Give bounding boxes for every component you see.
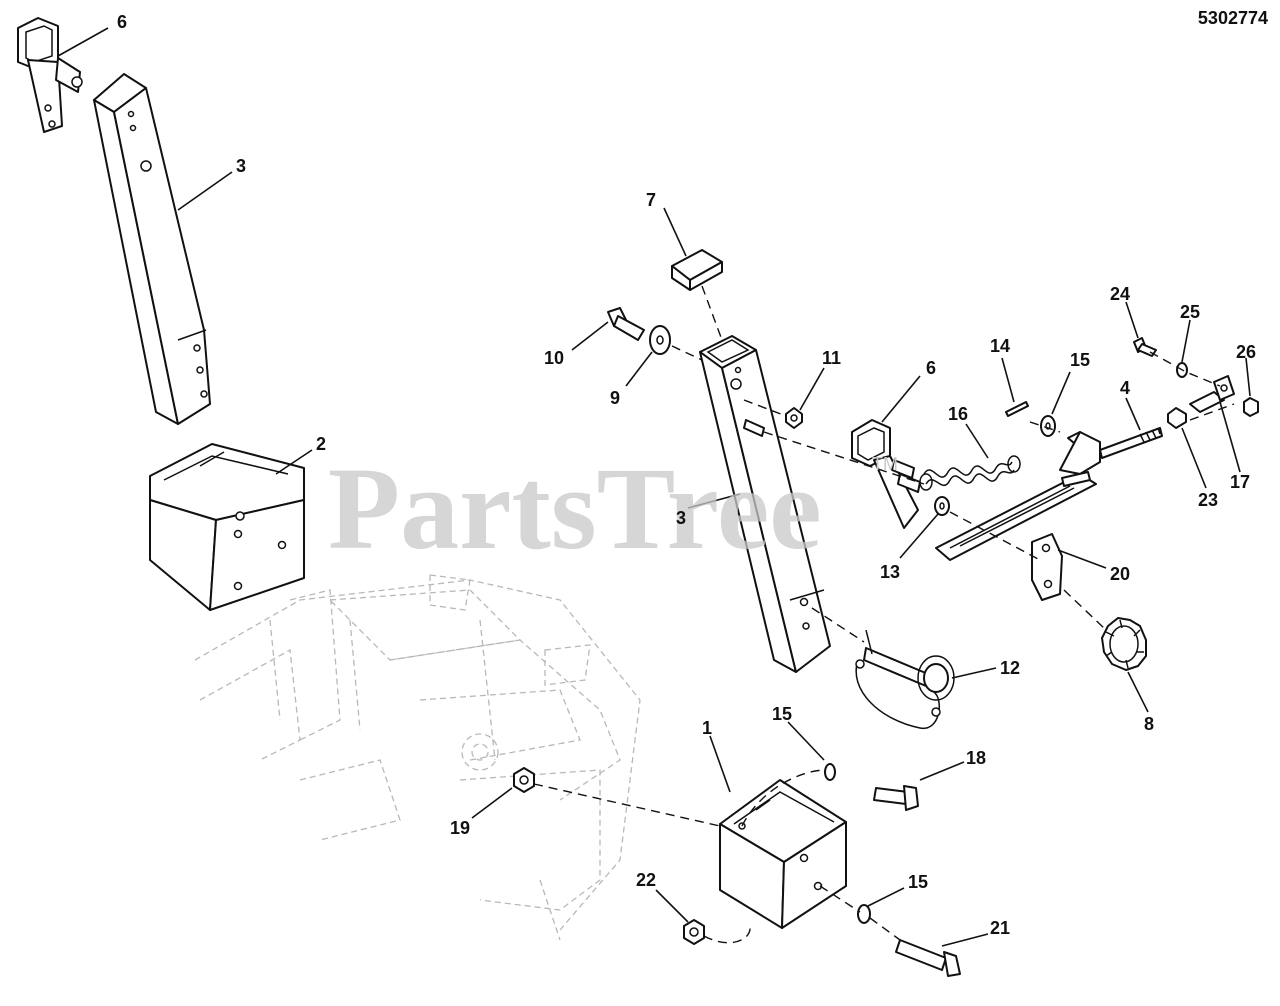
part-6-bracket-left: [17, 17, 83, 133]
part-22-nut: [683, 919, 705, 945]
callout-label: 16: [948, 404, 968, 424]
part-10-bolt: [607, 307, 645, 341]
callout-label: 22: [636, 870, 656, 890]
callout-label: 24: [1110, 284, 1130, 304]
callout-label: 12: [1000, 658, 1020, 678]
callout-label: 17: [1230, 472, 1250, 492]
callout-label: 4: [1120, 378, 1130, 398]
part-15-washer-bottom: [857, 904, 871, 924]
part-20-plate: [1031, 533, 1063, 601]
part-16-spring: [919, 455, 1021, 491]
callout-labels: 6 3 2 7 10 9 11 6 14 15 16 24 25 26 4 17…: [117, 12, 1256, 938]
part-1-hitch-box: [719, 779, 847, 929]
callout-label: 15: [1070, 350, 1090, 370]
watermark-trademark: TM: [872, 454, 898, 474]
callout-label: 20: [1110, 564, 1130, 584]
callout-label: 1: [702, 718, 712, 738]
part-2-mount-box: [149, 443, 305, 611]
watermark: PartsTree TM: [328, 443, 898, 574]
part-19-nut: [513, 767, 535, 793]
callout-label: 11: [822, 348, 841, 368]
part-13-washer: [934, 496, 950, 516]
callout-label: 15: [772, 704, 792, 724]
callout-label: 9: [610, 388, 620, 408]
callout-label: 13: [880, 562, 900, 582]
part-4-lever-rod: [935, 427, 1163, 561]
part-12-hitch-pin: [855, 629, 955, 729]
callout-leaders: [57, 27, 1251, 947]
part-17-swivel: [1189, 375, 1235, 413]
callout-label: 19: [450, 818, 470, 838]
part-9-washer: [649, 325, 671, 355]
part-18-bolt: [873, 785, 919, 811]
threaded-stud: [743, 419, 765, 437]
callout-label: 3: [676, 508, 686, 528]
callout-label: 18: [966, 748, 986, 768]
part-11-nut: [785, 407, 803, 429]
callout-label: 26: [1236, 342, 1256, 362]
callout-label: 15: [908, 872, 928, 892]
callout-label: 3: [236, 156, 246, 176]
part-21-bolt: [895, 939, 961, 977]
callout-label: 25: [1180, 302, 1200, 322]
part-26-nut: [1243, 397, 1259, 417]
callout-label: 8: [1144, 714, 1154, 734]
callout-label: 6: [117, 12, 127, 32]
part-15-washer-middle: [824, 763, 836, 781]
callout-label: 7: [646, 190, 656, 210]
callout-label: 14: [990, 336, 1010, 356]
assembly-dashed-lines: [533, 285, 1235, 944]
part-8-knob: [1101, 617, 1147, 671]
part-3-tube-left: [93, 73, 211, 425]
watermark-text: PartsTree: [328, 443, 822, 574]
part-14-cotter-pin: [1005, 401, 1029, 417]
callout-label: 21: [990, 918, 1010, 938]
part-23-nut: [1167, 407, 1187, 429]
part-15-washer-upper: [1040, 415, 1056, 437]
callout-label: 2: [316, 434, 326, 454]
part-7-tube-cap: [671, 249, 723, 291]
drawing-number: 5302774: [1198, 8, 1268, 28]
callout-label: 23: [1198, 490, 1218, 510]
part-6-bracket-right: [851, 419, 921, 529]
callout-label: 10: [544, 348, 564, 368]
tractor-frame-ghost: [194, 574, 641, 941]
callout-label: 6: [926, 358, 936, 378]
